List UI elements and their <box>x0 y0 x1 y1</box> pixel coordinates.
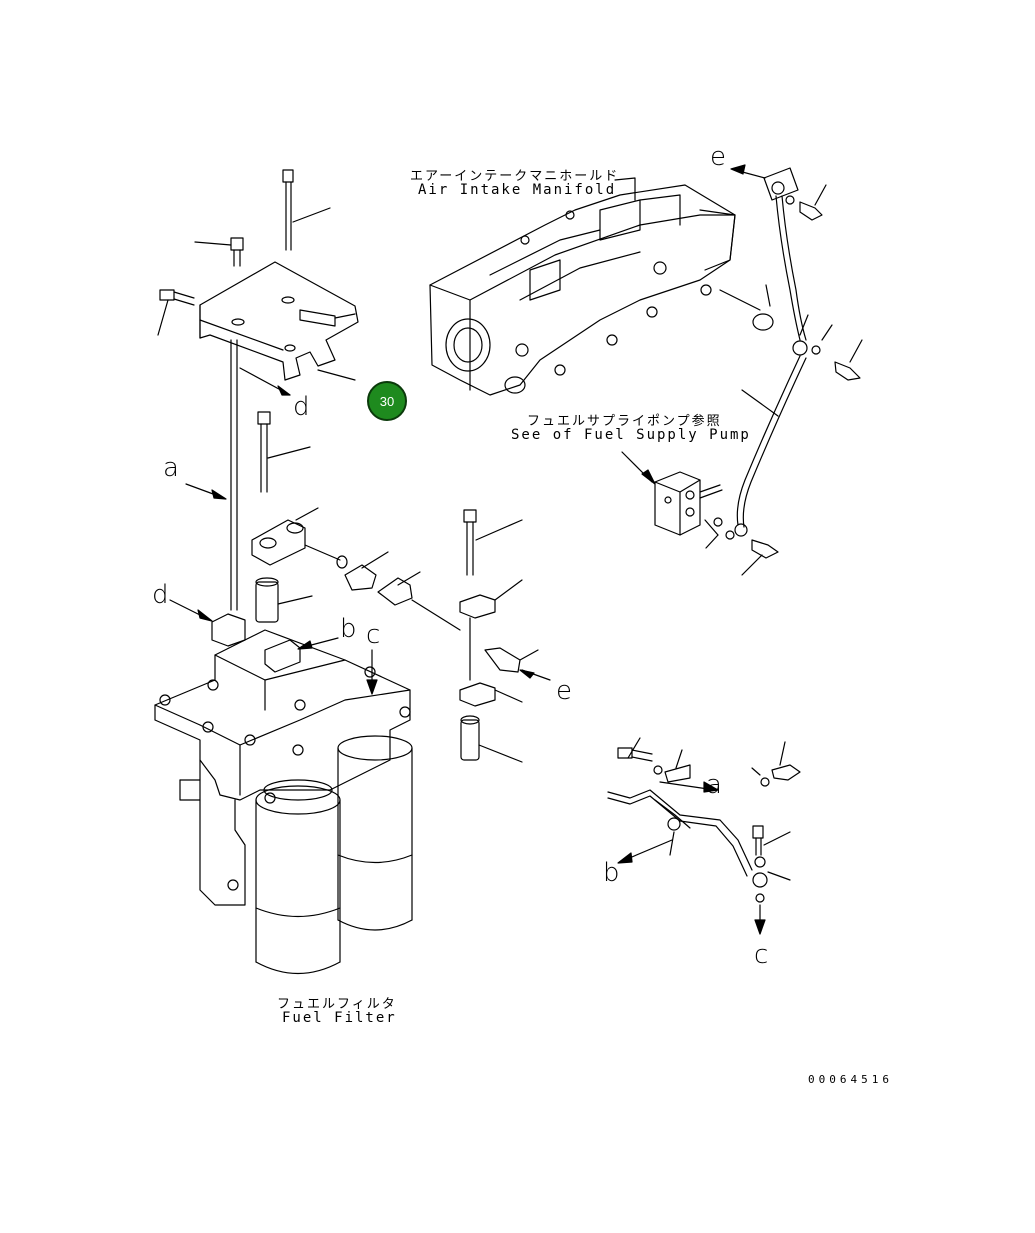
return-pipe-e <box>705 165 862 575</box>
letter-e-right: e <box>556 676 572 706</box>
lower-right-pipe <box>608 738 800 934</box>
right-clamp-stack <box>460 510 550 762</box>
sensor-assembly <box>345 552 460 630</box>
filter-label-en: Fuel Filter <box>282 1010 397 1026</box>
air-intake-manifold <box>430 178 760 395</box>
letter-b-middle: b <box>340 614 357 644</box>
filter-canisters <box>256 736 412 974</box>
filter-label-jp: フュエルフィルタ <box>277 997 397 1012</box>
manifold-label-jp: エアーインテークマニホールド <box>410 169 620 184</box>
middle-bolt-clamp <box>252 412 347 622</box>
fuel-filter-head <box>155 600 410 905</box>
pipe-a <box>186 340 237 610</box>
letter-a-right: a <box>706 770 722 800</box>
manifold-label-en: Air Intake Manifold <box>418 182 617 198</box>
callout-30-button[interactable]: 30 <box>367 381 407 421</box>
fuel-supply-pump-block <box>622 452 722 535</box>
letter-c-lower: c <box>754 940 769 970</box>
upper-bracket <box>158 170 358 395</box>
letter-c-middle: c <box>366 620 381 650</box>
letter-e-top: e <box>710 142 726 172</box>
letter-d-upper: d <box>293 392 310 422</box>
pump-label-jp: フュエルサプライポンプ参照 <box>527 414 722 429</box>
letter-a-left: a <box>163 453 179 483</box>
pump-label-en: See of Fuel Supply Pump <box>511 427 751 443</box>
letter-d-lower: d <box>152 580 169 610</box>
document-code: 00064516 <box>808 1073 893 1086</box>
letter-b-lower: b <box>603 858 620 888</box>
